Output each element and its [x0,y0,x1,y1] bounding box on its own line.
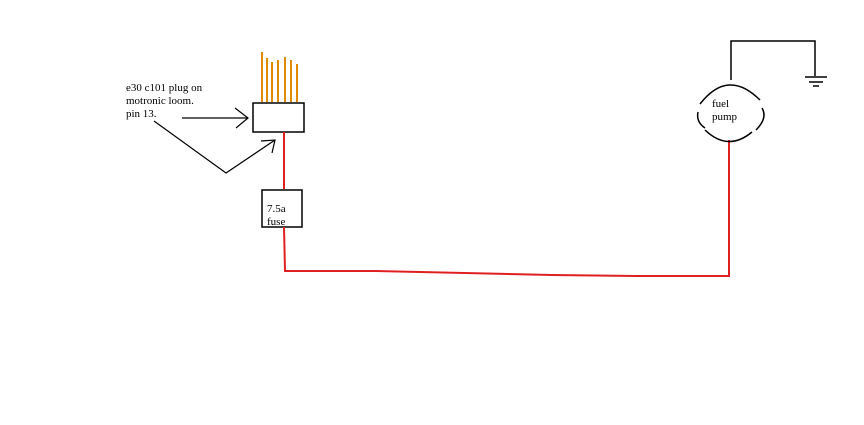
fuse-box [261,189,303,228]
pump-arc-bottom [704,129,753,143]
arrow-head-icon [260,139,276,154]
fuel-pump-label: fuel pump [712,98,738,123]
arrow-to-pin [153,120,276,174]
fuse-label: 7.5a fuse [267,203,286,228]
pump-arc-left [696,111,706,129]
loom-wires [261,52,298,102]
fuel-pump-symbol [696,84,765,143]
ground-wire [730,40,816,80]
plug-note-label: e30 c101 plug on motronic loom. pin 13. [126,82,203,120]
pointer-arrows [153,107,276,174]
pump-arc-top [699,84,761,105]
ground-symbol-icon [805,76,827,87]
wire-fuse-to-pump [283,140,730,277]
arrow-head-icon [234,107,249,129]
c101-plug [252,102,305,133]
pump-arc-right [755,107,765,131]
